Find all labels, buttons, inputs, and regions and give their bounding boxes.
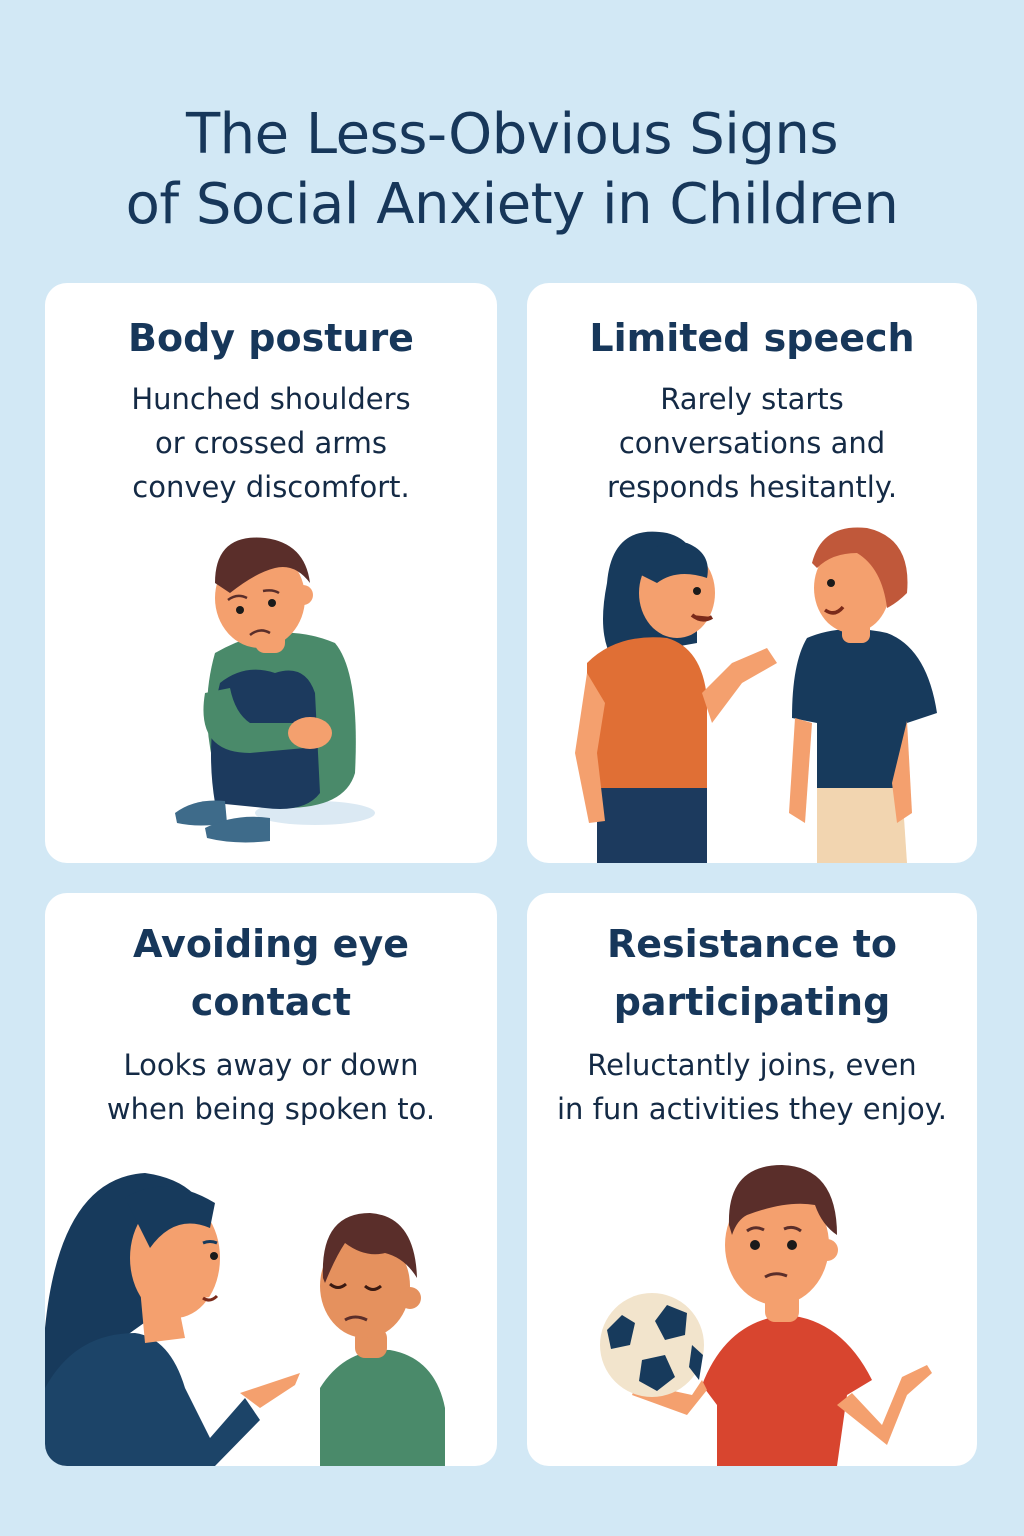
card-heading: Body posture xyxy=(45,309,497,367)
page-title: The Less-Obvious Signs of Social Anxiety… xyxy=(0,100,1024,240)
card-description-line: convey discomfort. xyxy=(132,470,410,504)
card-description-line: when being spoken to. xyxy=(106,1092,436,1126)
girl-talking-to-boy-icon xyxy=(575,527,937,863)
card-description: Reluctantly joins, even in fun activitie… xyxy=(527,1043,977,1131)
sad-boy-hugging-knees-icon xyxy=(175,537,375,843)
card-heading: Resistance to participating xyxy=(527,915,977,1031)
card-resistance-to-participating: Resistance to participating Reluctantly … xyxy=(527,893,977,1466)
card-heading: Limited speech xyxy=(527,309,977,367)
card-description-line: or crossed arms xyxy=(154,426,388,460)
card-heading-line: Limited speech xyxy=(589,316,915,360)
card-heading-line: participating xyxy=(613,980,891,1024)
card-heading-line: contact xyxy=(190,980,352,1024)
card-description-line: conversations and xyxy=(618,426,886,460)
card-limited-speech: Limited speech Rarely starts conversatio… xyxy=(527,283,977,863)
card-description-line: in fun activities they enjoy. xyxy=(556,1092,948,1126)
card-description: Hunched shoulders or crossed arms convey… xyxy=(45,377,497,509)
card-description-line: Hunched shoulders xyxy=(131,382,411,416)
card-description-line: Rarely starts xyxy=(660,382,844,416)
card-avoiding-eye-contact: Avoiding eye contact Looks away or down … xyxy=(45,893,497,1466)
woman-pointing-at-boy-icon xyxy=(45,1173,445,1466)
card-description: Rarely starts conversations and responds… xyxy=(527,377,977,509)
card-description-line: Reluctantly joins, even xyxy=(587,1048,917,1082)
card-heading-line: Resistance to xyxy=(607,922,897,966)
title-line-1: The Less-Obvious Signs xyxy=(185,101,839,167)
card-heading-line: Body posture xyxy=(128,316,414,360)
card-heading: Avoiding eye contact xyxy=(45,915,497,1031)
title-line-2: of Social Anxiety in Children xyxy=(125,171,899,237)
card-description-line: responds hesitantly. xyxy=(606,470,898,504)
card-body-posture: Body posture Hunched shoulders or crosse… xyxy=(45,283,497,863)
card-description-line: Looks away or down xyxy=(123,1048,419,1082)
card-description: Looks away or down when being spoken to. xyxy=(45,1043,497,1131)
card-heading-line: Avoiding eye xyxy=(133,922,409,966)
boy-holding-soccer-ball-icon xyxy=(600,1165,932,1466)
